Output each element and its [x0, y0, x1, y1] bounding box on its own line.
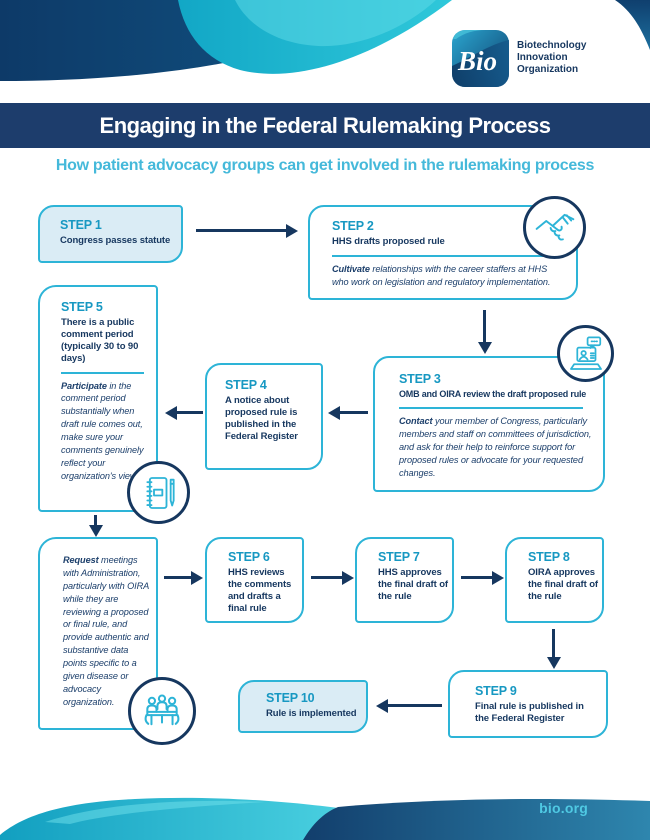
- step-5-tip: Participate in the comment period substa…: [61, 380, 148, 483]
- logo-bio-text: Bio: [457, 46, 497, 76]
- org-name-line: Innovation: [517, 52, 568, 63]
- step-10-label: STEP 10: [266, 691, 315, 705]
- step-3-divider: [399, 407, 584, 410]
- request-note-icon-circle: [128, 677, 196, 745]
- org-name-line: Organization: [517, 64, 579, 75]
- tip-text: in the comment period substantially when…: [61, 380, 144, 481]
- step-4-title: A notice about proposed rule is publishe…: [225, 395, 298, 442]
- step-2-title: HHS drafts proposed rule: [332, 236, 445, 247]
- tip-text: relationships with the career staffers a…: [332, 263, 551, 287]
- notebook-icon: [145, 476, 175, 509]
- step-2-icon-circle: [523, 196, 586, 259]
- bio-logo: Bio: [452, 30, 509, 87]
- org-name-line: Biotechnology: [517, 40, 587, 51]
- step-2-divider: [332, 254, 551, 257]
- request-note-box: Request meetings with Administration, pa…: [38, 537, 158, 730]
- step-9-label: STEP 9: [475, 684, 517, 698]
- header-swoosh-graphic: [0, 0, 650, 81]
- meeting-icon: [144, 694, 180, 726]
- step-1-title: Congress passes statute: [60, 235, 171, 246]
- step-6-box: STEP 6 HHS reviews the comments and draf…: [205, 537, 304, 623]
- step-5-title: There is a public comment period (typica…: [61, 317, 139, 364]
- step-5-divider: [61, 371, 144, 374]
- tip-text: meetings with Administration, particular…: [63, 555, 149, 707]
- step-2-box: STEP 2 HHS drafts proposed rule Cultivat…: [308, 205, 578, 300]
- arrow-step2-to-step3: [483, 310, 486, 342]
- step-10-box: STEP 10 Rule is implemented: [238, 680, 368, 733]
- step-9-box: STEP 9 Final rule is published in the Fe…: [448, 670, 608, 738]
- step-10-title: Rule is implemented: [266, 708, 357, 719]
- arrow-step9-to-step10: [388, 704, 442, 707]
- arrow-step8-to-step9: [552, 629, 555, 657]
- footer-url-link[interactable]: bio.org: [539, 800, 588, 816]
- footer-swoosh-graphic: [0, 797, 650, 840]
- step-4-box: STEP 4 A notice about proposed rule is p…: [205, 363, 323, 470]
- step-6-title: HHS reviews the comments and drafts a fi…: [228, 567, 292, 614]
- laptop-chat-icon: [569, 336, 602, 370]
- step-5-label: STEP 5: [61, 300, 103, 314]
- page-title: Engaging in the Federal Rulemaking Proce…: [99, 112, 551, 138]
- org-name: Biotechnology Innovation Organization: [517, 40, 586, 87]
- step-3-tip: Contact your member of Congress, particu…: [399, 415, 593, 479]
- tip-text: your member of Congress, particularly me…: [399, 416, 592, 478]
- step-7-box: STEP 7 HHS approves the final draft of t…: [355, 537, 454, 623]
- step-1-label: STEP 1: [60, 218, 102, 232]
- arrow-step7-to-step8: [461, 576, 492, 579]
- step-6-label: STEP 6: [228, 550, 270, 564]
- arrow-step4-to-step5: [177, 411, 203, 414]
- step-7-label: STEP 7: [378, 550, 420, 564]
- step-3-title: OMB and OIRA review the draft proposed r…: [399, 389, 587, 399]
- step-4-label: STEP 4: [225, 378, 267, 392]
- step-1-box: STEP 1 Congress passes statute: [38, 205, 183, 263]
- arrow-step6-to-step7: [311, 576, 342, 579]
- tip-lead: Request: [63, 555, 99, 565]
- title-banner: Engaging in the Federal Rulemaking Proce…: [0, 103, 650, 148]
- arrow-step3-to-step4: [340, 411, 368, 414]
- step-3-icon-circle: [557, 325, 614, 382]
- tip-lead: Contact: [399, 416, 433, 427]
- step-8-box: STEP 8 OIRA approves the final draft of …: [505, 537, 604, 623]
- arrow-step5-to-request-note: [94, 515, 97, 525]
- step-2-tip: Cultivate relationships with the career …: [332, 263, 562, 289]
- page-subtitle: How patient advocacy groups can get invo…: [55, 157, 595, 174]
- step-3-label: STEP 3: [399, 372, 441, 386]
- tip-lead: Cultivate: [332, 263, 370, 274]
- step-3-box: STEP 3 OMB and OIRA review the draft pro…: [373, 356, 605, 492]
- tip-lead: Participate: [61, 380, 107, 391]
- arrow-request-note-to-step6: [164, 576, 191, 579]
- arrow-step1-to-step2: [196, 229, 286, 232]
- step-5-icon-circle: [127, 461, 190, 524]
- step-9-title: Final rule is published in the Federal R…: [475, 701, 584, 724]
- step-7-title: HHS approves the final draft of the rule: [378, 567, 448, 602]
- step-2-label: STEP 2: [332, 219, 374, 233]
- handshake-icon: [535, 213, 574, 241]
- request-note-tip: Request meetings with Administration, pa…: [63, 554, 150, 709]
- step-8-label: STEP 8: [528, 550, 570, 564]
- step-8-title: OIRA approves the final draft of the rul…: [528, 567, 598, 602]
- bio-brand: Bio Biotechnology Innovation Organizatio…: [452, 30, 586, 87]
